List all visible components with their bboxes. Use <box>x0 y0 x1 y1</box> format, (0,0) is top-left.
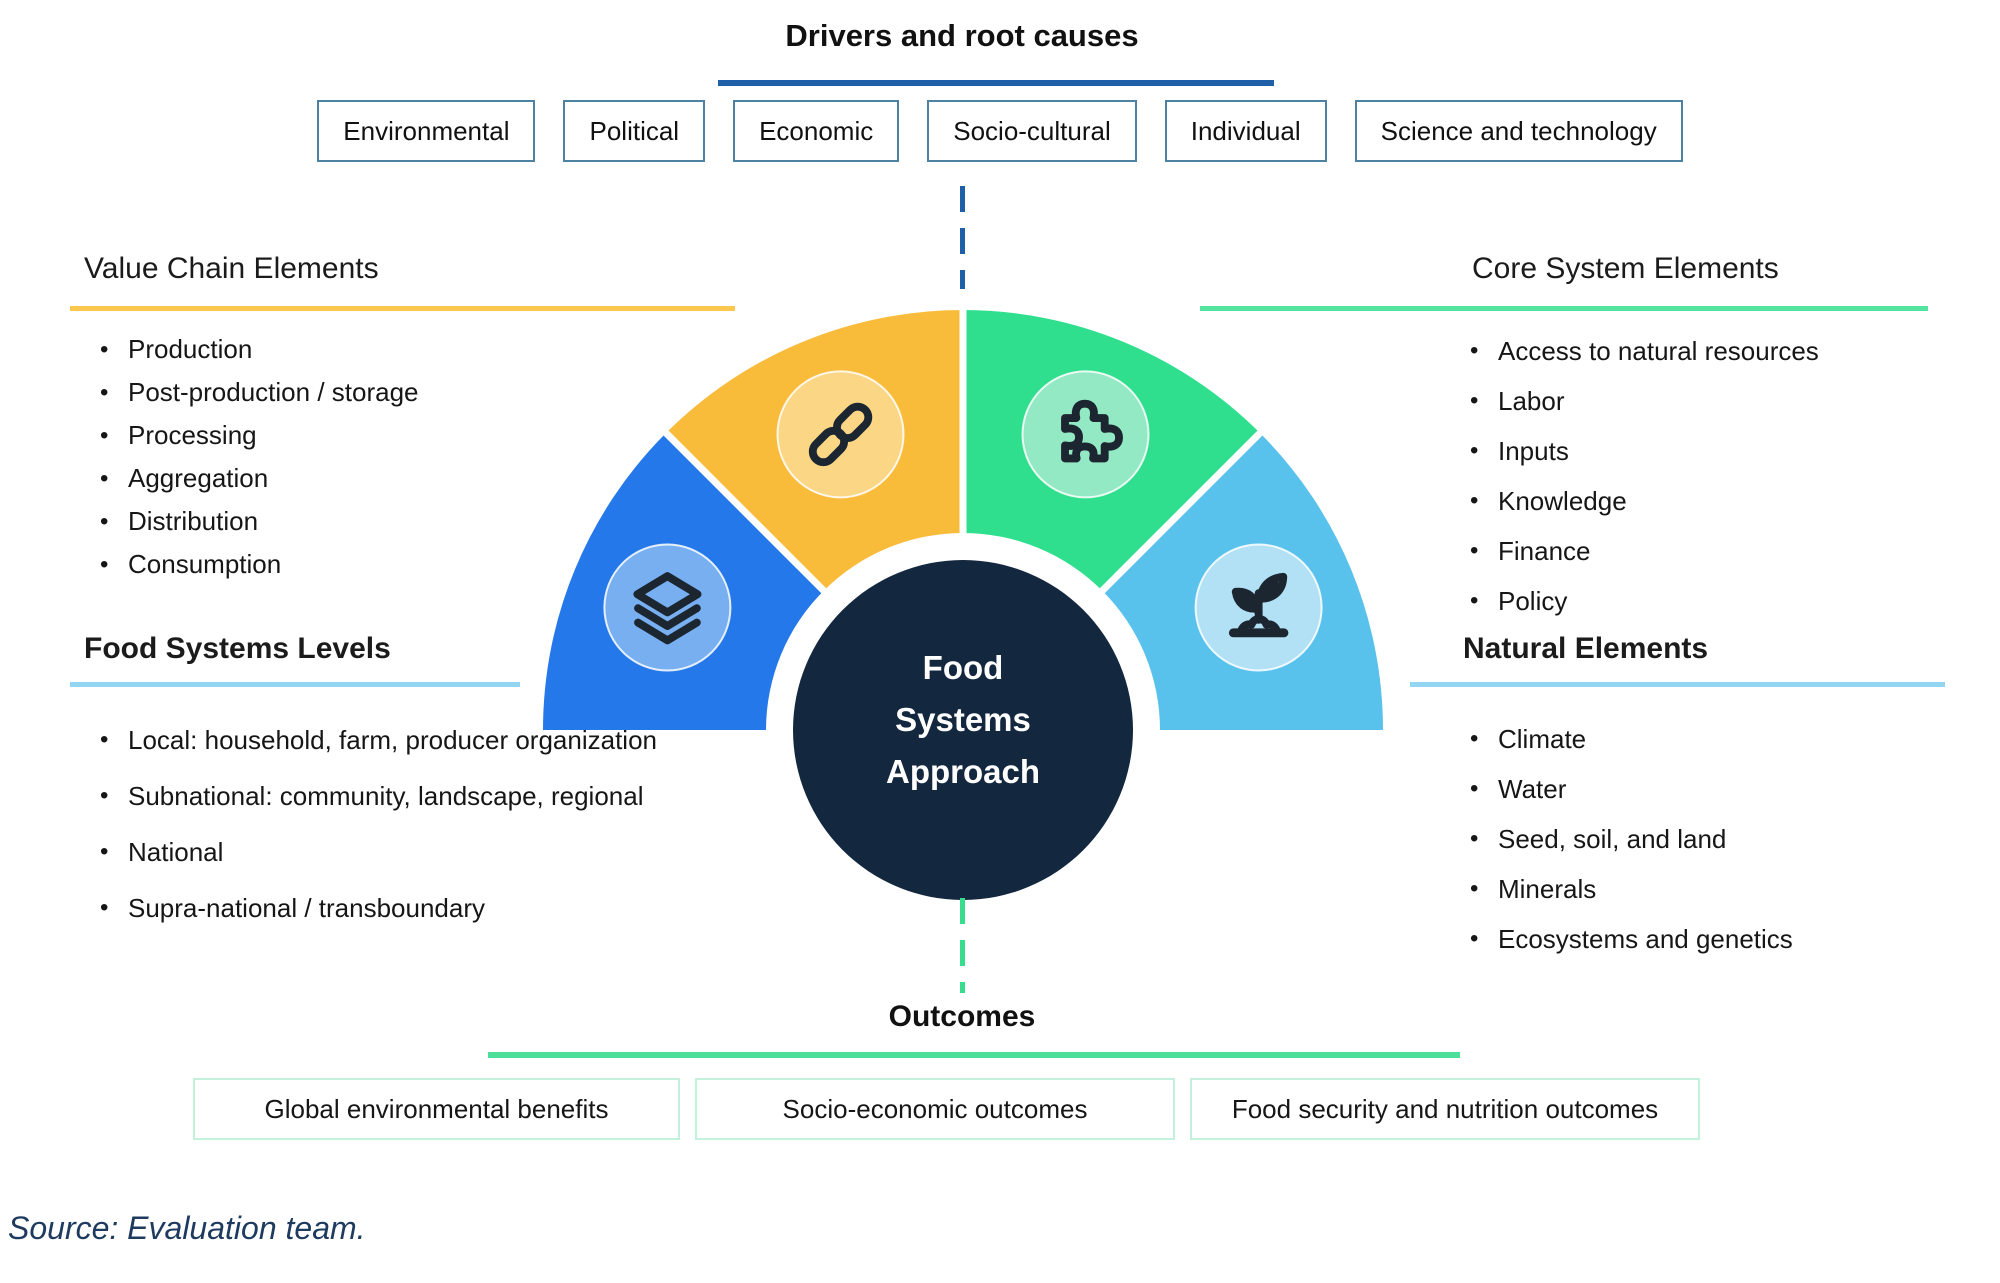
list-item: Aggregation <box>96 457 656 500</box>
driver-box: Economic <box>733 100 900 162</box>
puzzle-icon-bubble <box>1021 370 1150 499</box>
center-label-line: Approach <box>885 753 1040 790</box>
driver-box: Political <box>563 100 706 162</box>
list-item: Access to natural resources <box>1466 326 1966 376</box>
layers-icon <box>633 572 702 645</box>
core-system-elements-underline <box>1200 306 1928 311</box>
natural-elements-underline <box>1410 682 1945 687</box>
core-system-elements-title: Core System Elements <box>1472 252 1779 285</box>
value-chain-underline <box>70 306 735 311</box>
list-item: Labor <box>1466 376 1966 426</box>
list-item: Subnational: community, landscape, regio… <box>96 774 676 818</box>
list-item: Post-production / storage <box>96 371 656 414</box>
outcome-box: Socio-economic outcomes <box>695 1078 1175 1140</box>
list-item: Climate <box>1466 714 1966 764</box>
value-chain-title: Value Chain Elements <box>84 252 379 285</box>
list-item: Production <box>96 328 656 371</box>
list-item: Finance <box>1466 526 1966 576</box>
chain-link-icon <box>808 402 873 467</box>
list-item: Knowledge <box>1466 476 1966 526</box>
list-item: Processing <box>96 414 656 457</box>
puzzle-icon <box>1061 399 1123 463</box>
source-note: Source: Evaluation team. <box>8 1210 366 1246</box>
list-item: National <box>96 830 676 874</box>
list-item: Ecosystems and genetics <box>1466 914 1966 964</box>
list-item: Consumption <box>96 543 656 586</box>
drivers-underline <box>718 80 1274 86</box>
list-item: Water <box>1466 764 1966 814</box>
center-label-line: Food <box>922 649 1004 686</box>
sprout-icon <box>1228 572 1289 638</box>
list-item: Supra-national / transboundary <box>96 886 676 930</box>
driver-box: Socio-cultural <box>927 100 1137 162</box>
list-item: Inputs <box>1466 426 1966 476</box>
outcomes-underline <box>488 1052 1460 1058</box>
layers-icon-bubble <box>603 543 732 672</box>
outcome-box: Global environmental benefits <box>193 1078 680 1140</box>
food-systems-arch <box>543 306 1383 915</box>
natural-elements-title: Natural Elements <box>1463 632 1709 665</box>
drivers-box-row: Environmental Political Economic Socio-cult… <box>0 100 2000 162</box>
list-item: Policy <box>1466 576 1966 626</box>
value-chain-list: ProductionPost-production / storageProce… <box>96 328 656 586</box>
list-item: Distribution <box>96 500 656 543</box>
driver-box: Individual <box>1164 100 1327 162</box>
food-systems-levels-title: Food Systems Levels <box>84 632 391 665</box>
outcomes-title: Outcomes <box>888 1000 1036 1033</box>
center-label-line: Systems <box>895 701 1031 738</box>
drivers-connector-dashed-line <box>960 186 965 289</box>
outcome-box: Food security and nutrition outcomes <box>1190 1078 1700 1140</box>
outcomes-connector-dashed-line <box>960 898 965 993</box>
driver-box: Environmental <box>317 100 536 162</box>
food-systems-levels-underline <box>70 682 520 687</box>
driver-box: Science and technology <box>1354 100 1683 162</box>
drivers-title: Drivers and root causes <box>785 18 1139 53</box>
center-circle <box>793 560 1133 900</box>
natural-elements-list: ClimateWaterSeed, soil, and landMinerals… <box>1466 714 1966 964</box>
list-item: Minerals <box>1466 864 1966 914</box>
list-item: Seed, soil, and land <box>1466 814 1966 864</box>
core-system-elements-list: Access to natural resourcesLaborInputsKn… <box>1466 326 1966 626</box>
